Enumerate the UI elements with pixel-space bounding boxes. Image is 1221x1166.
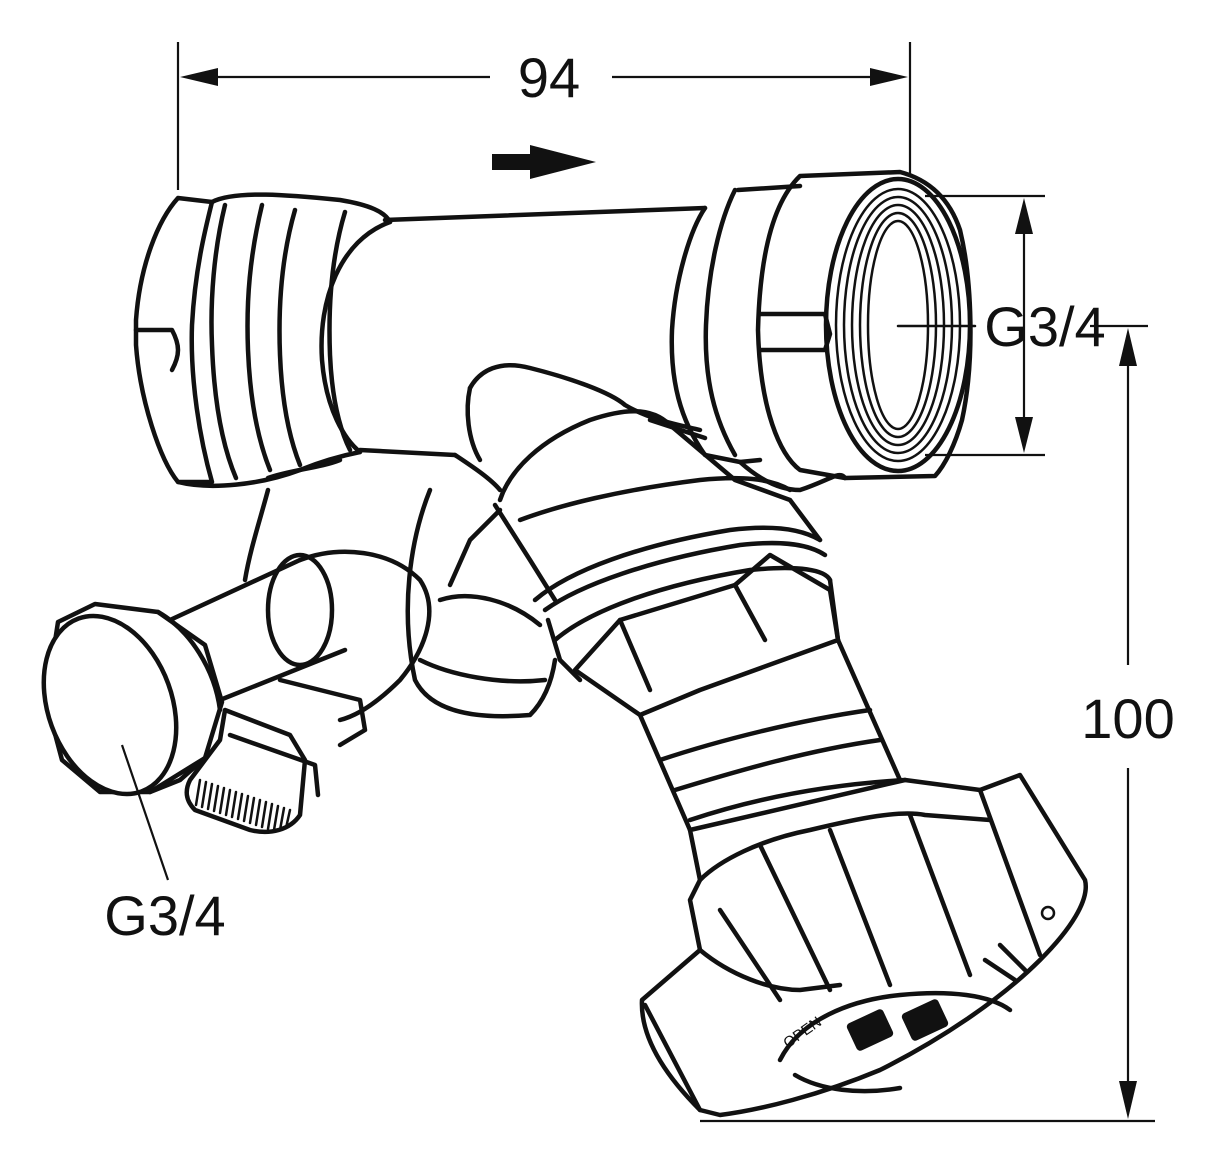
- right-hex-nut: [669, 169, 973, 481]
- drain-port: G3/4: [20, 487, 432, 947]
- height-dimension-label: 100: [1081, 687, 1174, 750]
- left-thread-label: G3/4: [104, 884, 225, 947]
- knurled-test-cap[interactable]: [184, 707, 321, 835]
- height-arrowhead-top: [1119, 328, 1137, 366]
- drain-port-hex-cap[interactable]: [20, 597, 225, 812]
- flow-direction-arrow-icon: [492, 145, 596, 179]
- dimension-arrowhead-left: [180, 68, 218, 86]
- width-dimension: 94: [176, 42, 912, 190]
- secondary-port: [405, 487, 558, 719]
- dimension-arrowhead-right: [870, 68, 908, 86]
- valve-bonnet: [492, 409, 908, 833]
- height-arrowhead-bottom: [1119, 1081, 1137, 1119]
- handwheel-open-label: OPEN: [780, 1014, 825, 1052]
- handwheel-scale-mark: [901, 999, 949, 1041]
- width-dimension-label: 94: [518, 46, 580, 109]
- right-thread-label: G3/4: [984, 295, 1105, 358]
- valve-body: [133, 169, 973, 493]
- handwheel[interactable]: OPEN: [639, 772, 1089, 1118]
- handwheel-scale-mark: [846, 1009, 894, 1051]
- right-thread-dimension: G3/4: [896, 194, 1106, 457]
- height-dimension: 100: [700, 324, 1175, 1123]
